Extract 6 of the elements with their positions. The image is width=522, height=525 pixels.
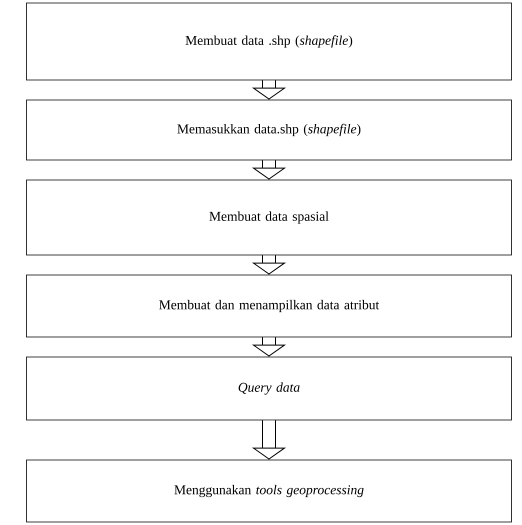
process-box: Membuat data .shp (shapefile)	[26, 2, 512, 80]
process-box: Menggunakan tools geoprocessing	[26, 460, 512, 522]
process-box: Query data	[26, 356, 512, 420]
process-box: Membuat data spasial	[26, 180, 512, 256]
process-box: Membuat dan menampilkan data atribut	[26, 274, 512, 338]
process-box: Memasukkan data.shp (shapefile)	[26, 100, 512, 160]
